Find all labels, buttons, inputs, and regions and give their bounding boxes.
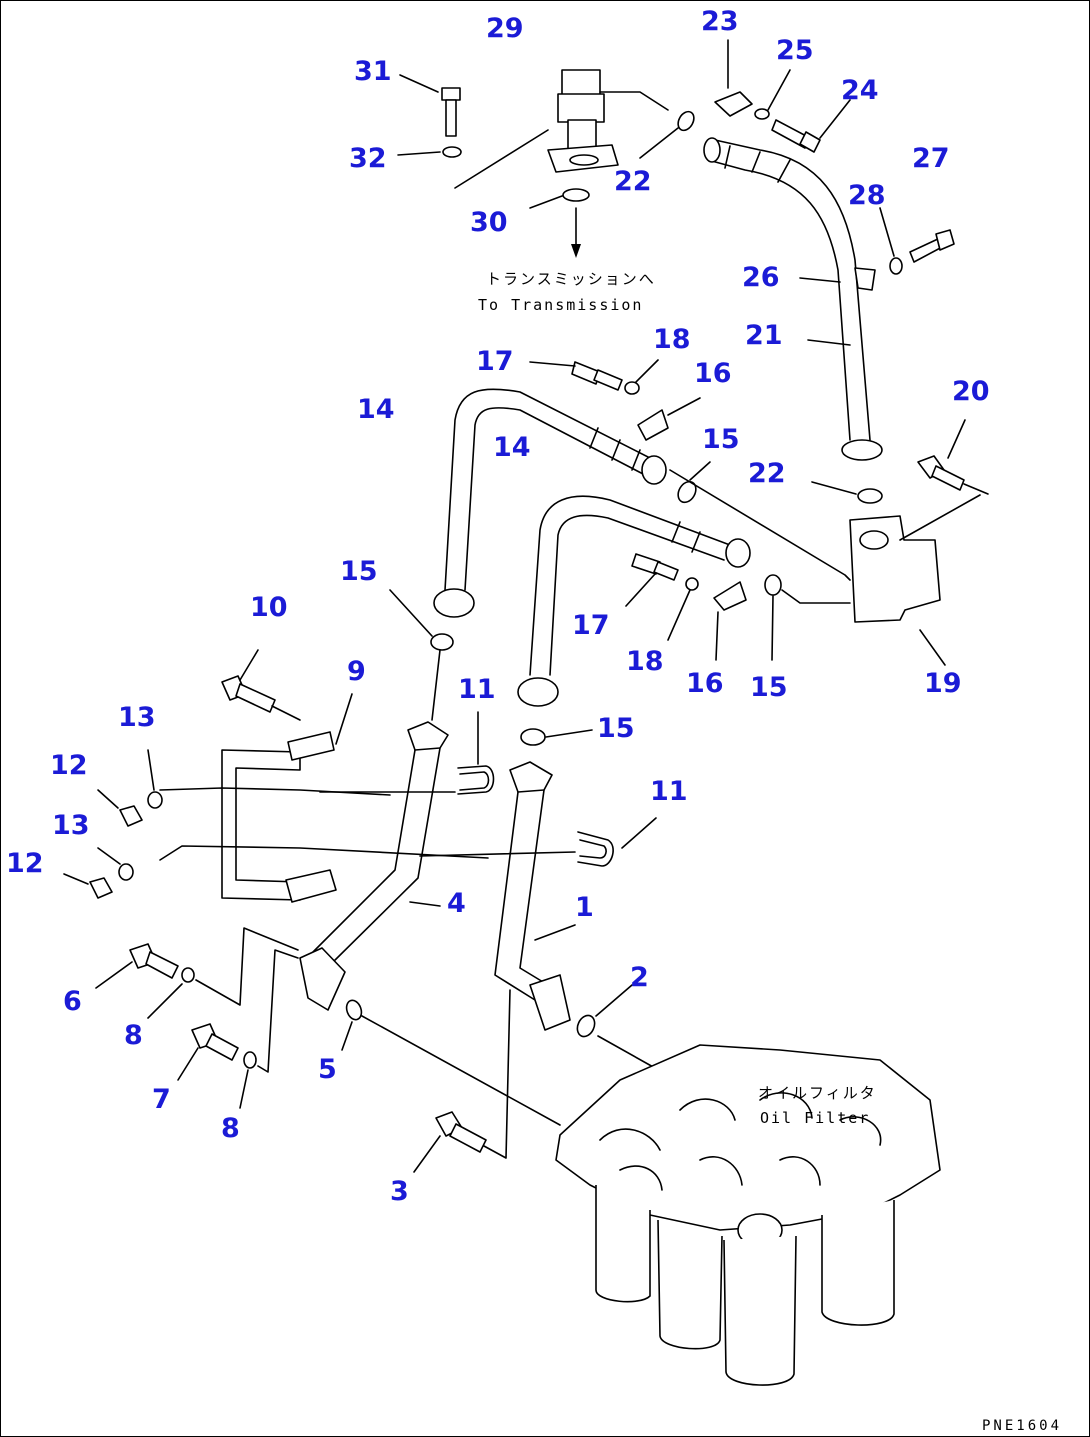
callout-20: 20 [952, 376, 990, 407]
callout-4: 4 [447, 888, 466, 919]
o-ring-15-c [389, 589, 454, 721]
callout-15-b: 15 [340, 556, 378, 587]
callout-3: 3 [390, 1176, 409, 1207]
washer-32 [397, 146, 462, 158]
callout-26: 26 [742, 262, 780, 293]
half-flange-16-lower [713, 581, 747, 661]
callout-12-lower: 12 [6, 848, 44, 879]
note-oil-filter-jp: オイルフィルタ [758, 1084, 877, 1102]
callout-25: 25 [776, 35, 814, 66]
block-19 [849, 494, 981, 666]
u-clamp-11-upper [457, 711, 495, 795]
callout-17-lower: 17 [572, 610, 610, 641]
callout-15-c: 15 [597, 713, 635, 744]
note-oil-filter-en: Oil Filter [760, 1109, 870, 1127]
hose-21 [703, 137, 883, 461]
callout-31: 31 [354, 56, 392, 87]
bolt-31 [399, 74, 461, 137]
o-ring-5 [341, 999, 561, 1126]
callout-9: 9 [347, 656, 366, 687]
washer-13-lower [97, 847, 134, 881]
callout-15-a: 15 [702, 424, 740, 455]
callout-18-upper: 18 [653, 324, 691, 355]
callout-28: 28 [848, 180, 886, 211]
callout-29: 29 [486, 13, 524, 44]
o-ring-15-d [520, 728, 593, 746]
callout-8-lower: 8 [221, 1113, 240, 1144]
o-ring-22-upper [639, 110, 695, 159]
tube-4 [299, 721, 449, 1011]
callout-6: 6 [63, 986, 82, 1017]
callout-8-upper: 8 [124, 1020, 143, 1051]
bolt-17-upper [529, 361, 623, 391]
callout-30: 30 [470, 207, 508, 238]
hose-14-upper [433, 388, 851, 618]
half-flange-16-upper [637, 397, 701, 441]
bolt-7 [177, 1023, 239, 1081]
callout-18-lower: 18 [626, 646, 664, 677]
transmission-fitting [454, 69, 669, 189]
o-ring-22-lower [811, 481, 883, 504]
note-to-transmission-en: To Transmission [478, 296, 643, 314]
callout-16-lower: 16 [686, 668, 724, 699]
callout-22-lower: 22 [748, 458, 786, 489]
callout-11-upper: 11 [458, 674, 496, 705]
callout-11-lower: 11 [650, 776, 688, 807]
callout-12-upper: 12 [50, 750, 88, 781]
callout-14-lower: 14 [493, 432, 531, 463]
callout-13-upper: 13 [118, 702, 156, 733]
callout-27: 27 [912, 143, 950, 174]
washer-18-lower [667, 577, 699, 641]
callout-32: 32 [349, 143, 387, 174]
hose-14-lower [517, 495, 751, 707]
bolt-6 [95, 943, 179, 989]
washer-8-upper [147, 927, 299, 1019]
callout-23: 23 [701, 6, 739, 37]
washer-13-upper [147, 749, 163, 809]
o-ring-30 [529, 188, 590, 258]
bolt-10 [221, 649, 301, 721]
callout-19: 19 [924, 668, 962, 699]
o-ring-15-a [677, 461, 711, 504]
bracket-9 [159, 693, 576, 903]
callout-10: 10 [250, 592, 288, 623]
bolt-17-lower [625, 553, 679, 607]
o-ring-15-b [764, 574, 851, 661]
callout-21: 21 [745, 320, 783, 351]
callout-15-d: 15 [750, 672, 788, 703]
washer-18-upper [624, 359, 659, 395]
washer-28 [879, 207, 903, 275]
callout-17-upper: 17 [476, 346, 514, 377]
half-flange-23 [714, 39, 753, 117]
drawing-code: PNE1604 [982, 1418, 1062, 1434]
washer-8-lower [239, 949, 299, 1109]
oil-filter-assembly [555, 1044, 941, 1386]
bolt-27 [909, 229, 955, 263]
note-to-transmission-jp: トランスミッションへ [486, 270, 656, 288]
callout-16-upper: 16 [694, 358, 732, 389]
tube-1 [494, 761, 576, 1031]
callout-5: 5 [318, 1054, 337, 1085]
nut-12-upper [97, 789, 143, 827]
callout-13-lower: 13 [52, 810, 90, 841]
callout-24: 24 [841, 75, 879, 106]
o-ring-2 [576, 984, 656, 1069]
callout-1: 1 [575, 892, 594, 923]
bolt-24 [771, 99, 851, 153]
bolt-3 [413, 989, 511, 1173]
bolt-20 [917, 419, 989, 495]
callout-14-upper: 14 [357, 394, 395, 425]
u-clamp-11-lower [577, 817, 657, 867]
callout-7: 7 [152, 1084, 171, 1115]
callout-2: 2 [630, 962, 649, 993]
callout-22-upper: 22 [614, 166, 652, 197]
washer-25 [754, 69, 791, 120]
nut-12-lower [63, 873, 113, 899]
